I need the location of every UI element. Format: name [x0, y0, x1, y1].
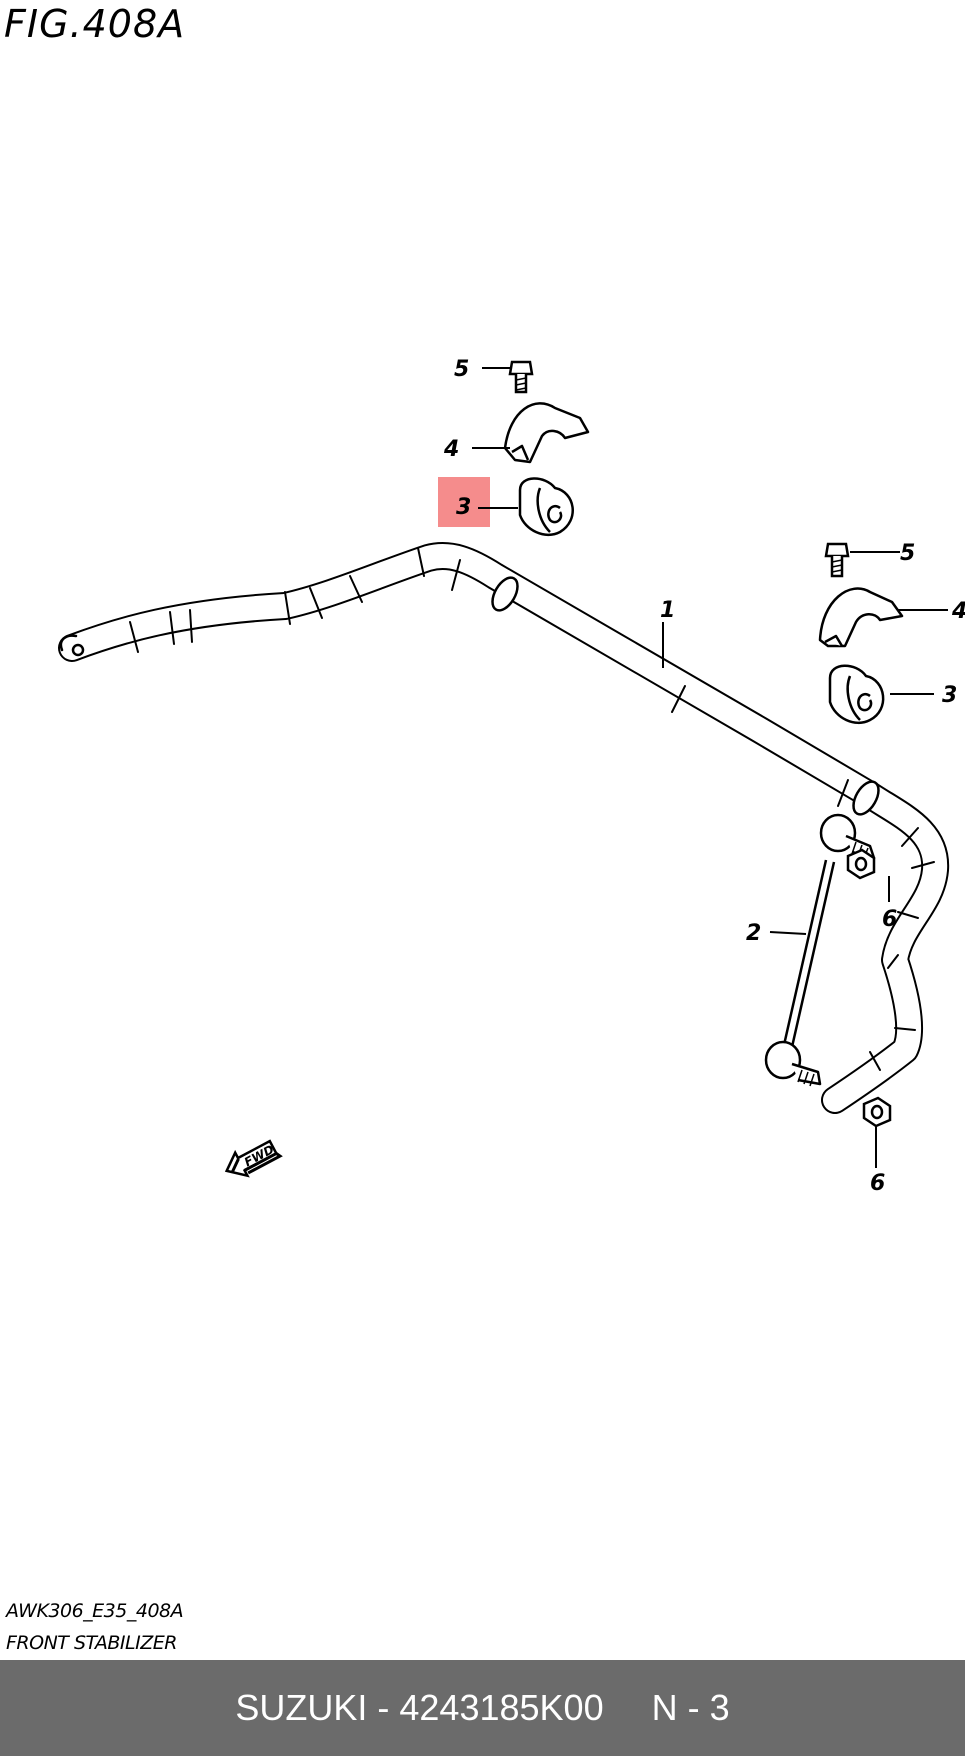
figure-name: FRONT STABILIZER [6, 1632, 177, 1654]
figure-code: AWK306_E35_408A [6, 1600, 184, 1622]
callout-6-upper[interactable]: 6 [882, 907, 897, 932]
callout-1[interactable]: 1 [660, 598, 675, 623]
nut-upper[interactable] [846, 848, 876, 880]
callout-4-right[interactable]: 4 [951, 599, 965, 624]
callout-3-right[interactable]: 3 [942, 683, 957, 708]
figure-title: FIG.408A [4, 2, 186, 46]
leader-lines [472, 367, 948, 1168]
footer-bar: SUZUKI - 4243185K00 N - 3 [0, 1660, 965, 1756]
bolt-right[interactable] [824, 542, 850, 578]
callout-6-lower[interactable]: 6 [870, 1171, 885, 1196]
page-indicator: N - 3 [651, 1687, 730, 1728]
callout-highlight [438, 477, 490, 527]
parts-diagram: 1 2 3 3 4 4 5 5 6 6 FWD [58, 357, 965, 1196]
callout-2[interactable]: 2 [746, 921, 761, 946]
fwd-arrow-icon: FWD [224, 1139, 283, 1178]
nut-lower[interactable] [862, 1096, 892, 1128]
callout-5-right[interactable]: 5 [900, 541, 915, 566]
bushing-right[interactable] [828, 664, 885, 725]
bracket-left[interactable] [503, 402, 590, 464]
callout-5-left[interactable]: 5 [454, 357, 469, 382]
bolt-left[interactable] [508, 360, 534, 394]
callout-3-highlighted[interactable]: 3 [456, 495, 471, 520]
stabilizer-bar[interactable] [58, 542, 950, 1114]
bushing-left[interactable] [518, 477, 574, 537]
part-number: SUZUKI - 4243185K00 [235, 1687, 604, 1728]
callout-4-left[interactable]: 4 [443, 437, 459, 462]
bracket-right[interactable] [818, 587, 904, 648]
